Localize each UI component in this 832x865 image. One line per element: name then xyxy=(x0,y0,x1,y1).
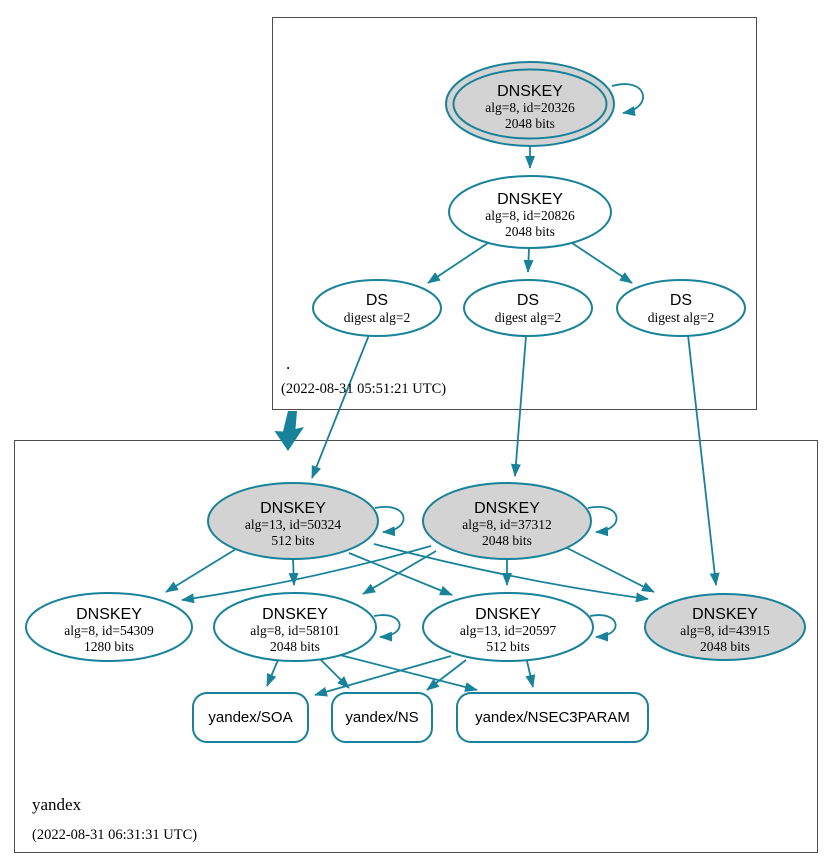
svg-text:512 bits: 512 bits xyxy=(486,639,529,654)
zone-label-root: . xyxy=(286,354,290,373)
edge-yx-ksk1-selfloop xyxy=(374,506,405,537)
svg-text:512 bits: 512 bits xyxy=(271,533,314,548)
svg-text:alg=8, id=20826: alg=8, id=20826 xyxy=(485,208,575,223)
svg-text:DNSKEY: DNSKEY xyxy=(76,606,142,623)
node-root-ds-2[interactable]: DS digest alg=2 xyxy=(463,279,593,337)
edge-zsk2-to-ns xyxy=(319,658,350,689)
edge-ds2-to-yandex-ksk2 xyxy=(510,335,527,477)
svg-text:yandex/SOA: yandex/SOA xyxy=(208,709,292,726)
node-yandex-ksk-37312[interactable]: DNSKEY alg=8, id=37312 2048 bits xyxy=(422,482,592,560)
svg-text:DNSKEY: DNSKEY xyxy=(262,606,328,623)
edge-ksk1-to-zsk2 xyxy=(288,558,299,586)
svg-text:DNSKEY: DNSKEY xyxy=(474,500,540,517)
edge-ksk1-to-zsk4 xyxy=(373,543,649,603)
node-rrset-yandex-nsec3param[interactable]: yandex/NSEC3PARAM xyxy=(456,692,649,743)
svg-text:DS: DS xyxy=(670,292,692,309)
zone-timestamp-root: (2022-08-31 05:51:21 UTC) xyxy=(281,381,446,397)
edge-ksk1-to-zsk1 xyxy=(165,548,237,593)
svg-text:2048 bits: 2048 bits xyxy=(505,224,555,239)
svg-text:digest alg=2: digest alg=2 xyxy=(495,310,561,325)
svg-text:alg=8, id=20326: alg=8, id=20326 xyxy=(485,100,575,115)
edge-zsk3-to-nsec3param xyxy=(525,660,536,688)
node-yandex-zsk-20597[interactable]: DNSKEY alg=13, id=20597 512 bits xyxy=(422,592,594,662)
node-root-ds-3[interactable]: DS digest alg=2 xyxy=(616,279,746,337)
edge-ds1-to-yandex-ksk1 xyxy=(311,334,370,479)
node-yandex-zsk-43915[interactable]: DNSKEY alg=8, id=43915 2048 bits xyxy=(644,593,806,661)
svg-text:2048 bits: 2048 bits xyxy=(482,533,532,548)
node-yandex-ksk-50324[interactable]: DNSKEY alg=13, id=50324 512 bits xyxy=(207,482,379,560)
node-root-ds-1[interactable]: DS digest alg=2 xyxy=(312,279,442,337)
edge-yx-zsk3-selfloop xyxy=(589,614,617,642)
zone-timestamp-yandex: (2022-08-31 06:31:31 UTC) xyxy=(32,827,197,843)
delegation-arrow-root-to-yandex xyxy=(274,411,304,451)
svg-text:alg=8, id=54309: alg=8, id=54309 xyxy=(64,623,154,638)
node-yandex-zsk-58101[interactable]: DNSKEY alg=8, id=58101 2048 bits xyxy=(213,592,377,662)
edge-zsk2-to-nsec3param xyxy=(331,652,478,692)
edge-root-ksk-selfloop xyxy=(611,83,644,117)
svg-text:DNSKEY: DNSKEY xyxy=(260,500,326,517)
svg-text:2048 bits: 2048 bits xyxy=(505,116,555,131)
node-yandex-zsk-54309[interactable]: DNSKEY alg=8, id=54309 1280 bits xyxy=(25,592,193,662)
svg-text:2048 bits: 2048 bits xyxy=(270,639,320,654)
edge-ksk2-to-zsk1 xyxy=(181,545,432,604)
svg-text:yandex/NSEC3PARAM: yandex/NSEC3PARAM xyxy=(475,709,630,726)
node-root-zsk-20826[interactable]: DNSKEY alg=8, id=20826 2048 bits xyxy=(448,175,612,249)
svg-text:DS: DS xyxy=(517,292,539,309)
svg-text:digest alg=2: digest alg=2 xyxy=(648,310,714,325)
edge-root-zsk-to-ds3 xyxy=(571,242,633,284)
edge-root-zsk-to-ds2 xyxy=(523,247,534,273)
svg-text:alg=8, id=37312: alg=8, id=37312 xyxy=(462,517,551,532)
svg-text:digest alg=2: digest alg=2 xyxy=(344,310,410,325)
svg-text:DNSKEY: DNSKEY xyxy=(497,191,563,208)
node-rrset-yandex-ns[interactable]: yandex/NS xyxy=(331,692,433,743)
edge-yx-ksk2-selfloop xyxy=(587,506,618,537)
svg-text:alg=8, id=43915: alg=8, id=43915 xyxy=(680,623,770,638)
svg-text:DS: DS xyxy=(366,292,388,309)
node-rrset-yandex-soa[interactable]: yandex/SOA xyxy=(192,692,309,743)
svg-text:DNSKEY: DNSKEY xyxy=(475,606,541,623)
zone-box-root xyxy=(272,17,757,410)
svg-text:alg=13, id=20597: alg=13, id=20597 xyxy=(460,623,556,638)
zone-label-yandex: yandex xyxy=(32,795,82,814)
edge-ksk1-to-zsk3 xyxy=(348,552,453,596)
edge-root-zsk-to-ds1 xyxy=(427,242,489,284)
edge-zsk3-to-ns xyxy=(426,659,467,691)
edge-yx-zsk2-selfloop xyxy=(373,614,401,642)
svg-text:DNSKEY: DNSKEY xyxy=(692,606,758,623)
svg-text:alg=8, id=58101: alg=8, id=58101 xyxy=(250,623,339,638)
node-root-ksk-20326[interactable]: DNSKEY alg=8, id=20326 2048 bits xyxy=(445,61,615,147)
svg-text:1280 bits: 1280 bits xyxy=(84,639,134,654)
svg-text:yandex/NS: yandex/NS xyxy=(345,709,418,726)
edge-ksk2-to-zsk4 xyxy=(566,547,655,593)
svg-text:DNSKEY: DNSKEY xyxy=(497,83,563,100)
zone-box-yandex xyxy=(14,440,818,853)
svg-text:alg=13, id=50324: alg=13, id=50324 xyxy=(245,517,341,532)
edge-ds3-to-yandex-zsk4 xyxy=(687,334,720,586)
edge-ksk2-to-zsk2 xyxy=(362,550,437,595)
svg-text:2048 bits: 2048 bits xyxy=(700,639,750,654)
edge-zsk2-to-soa xyxy=(266,659,279,687)
